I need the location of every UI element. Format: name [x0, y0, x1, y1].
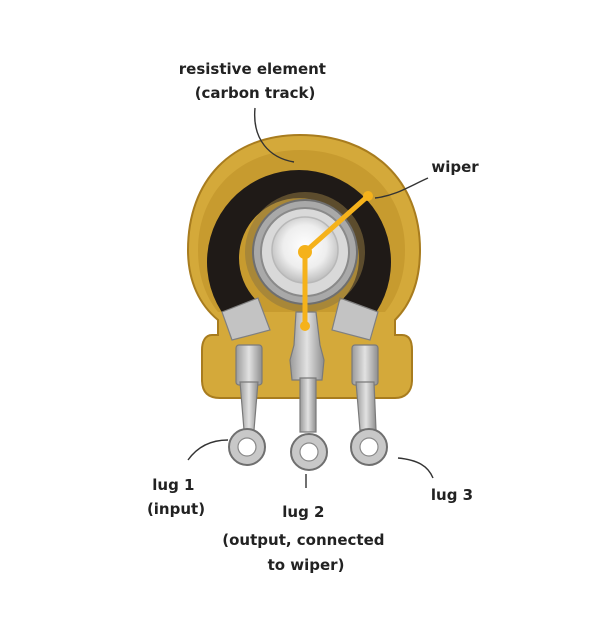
leader-wiper [374, 177, 429, 199]
leader-lug1 [187, 439, 229, 461]
leader-lug3 [397, 457, 434, 479]
wiper-center-strip [289, 311, 325, 381]
leader-resistive-element [254, 107, 295, 163]
lug-2 [290, 377, 328, 471]
lug-1 [228, 344, 266, 466]
label-lug1: lug 1 (input) [147, 476, 205, 518]
label-wiper: wiper [431, 158, 479, 176]
carbon-track [207, 170, 392, 318]
lug-3 [350, 344, 388, 466]
label-resistive-element: resistive element (carbon track) [179, 60, 331, 102]
label-lug2: lug 2 (output, connected to wiper) [222, 503, 389, 574]
wiper-highlight [298, 191, 373, 331]
label-lug3: lug 3 [431, 486, 473, 504]
wiper-output-dot [300, 321, 310, 331]
track-contact-pads [221, 297, 379, 341]
wiper-contact-dot [363, 191, 373, 201]
wiper-pivot-dot [298, 245, 312, 259]
